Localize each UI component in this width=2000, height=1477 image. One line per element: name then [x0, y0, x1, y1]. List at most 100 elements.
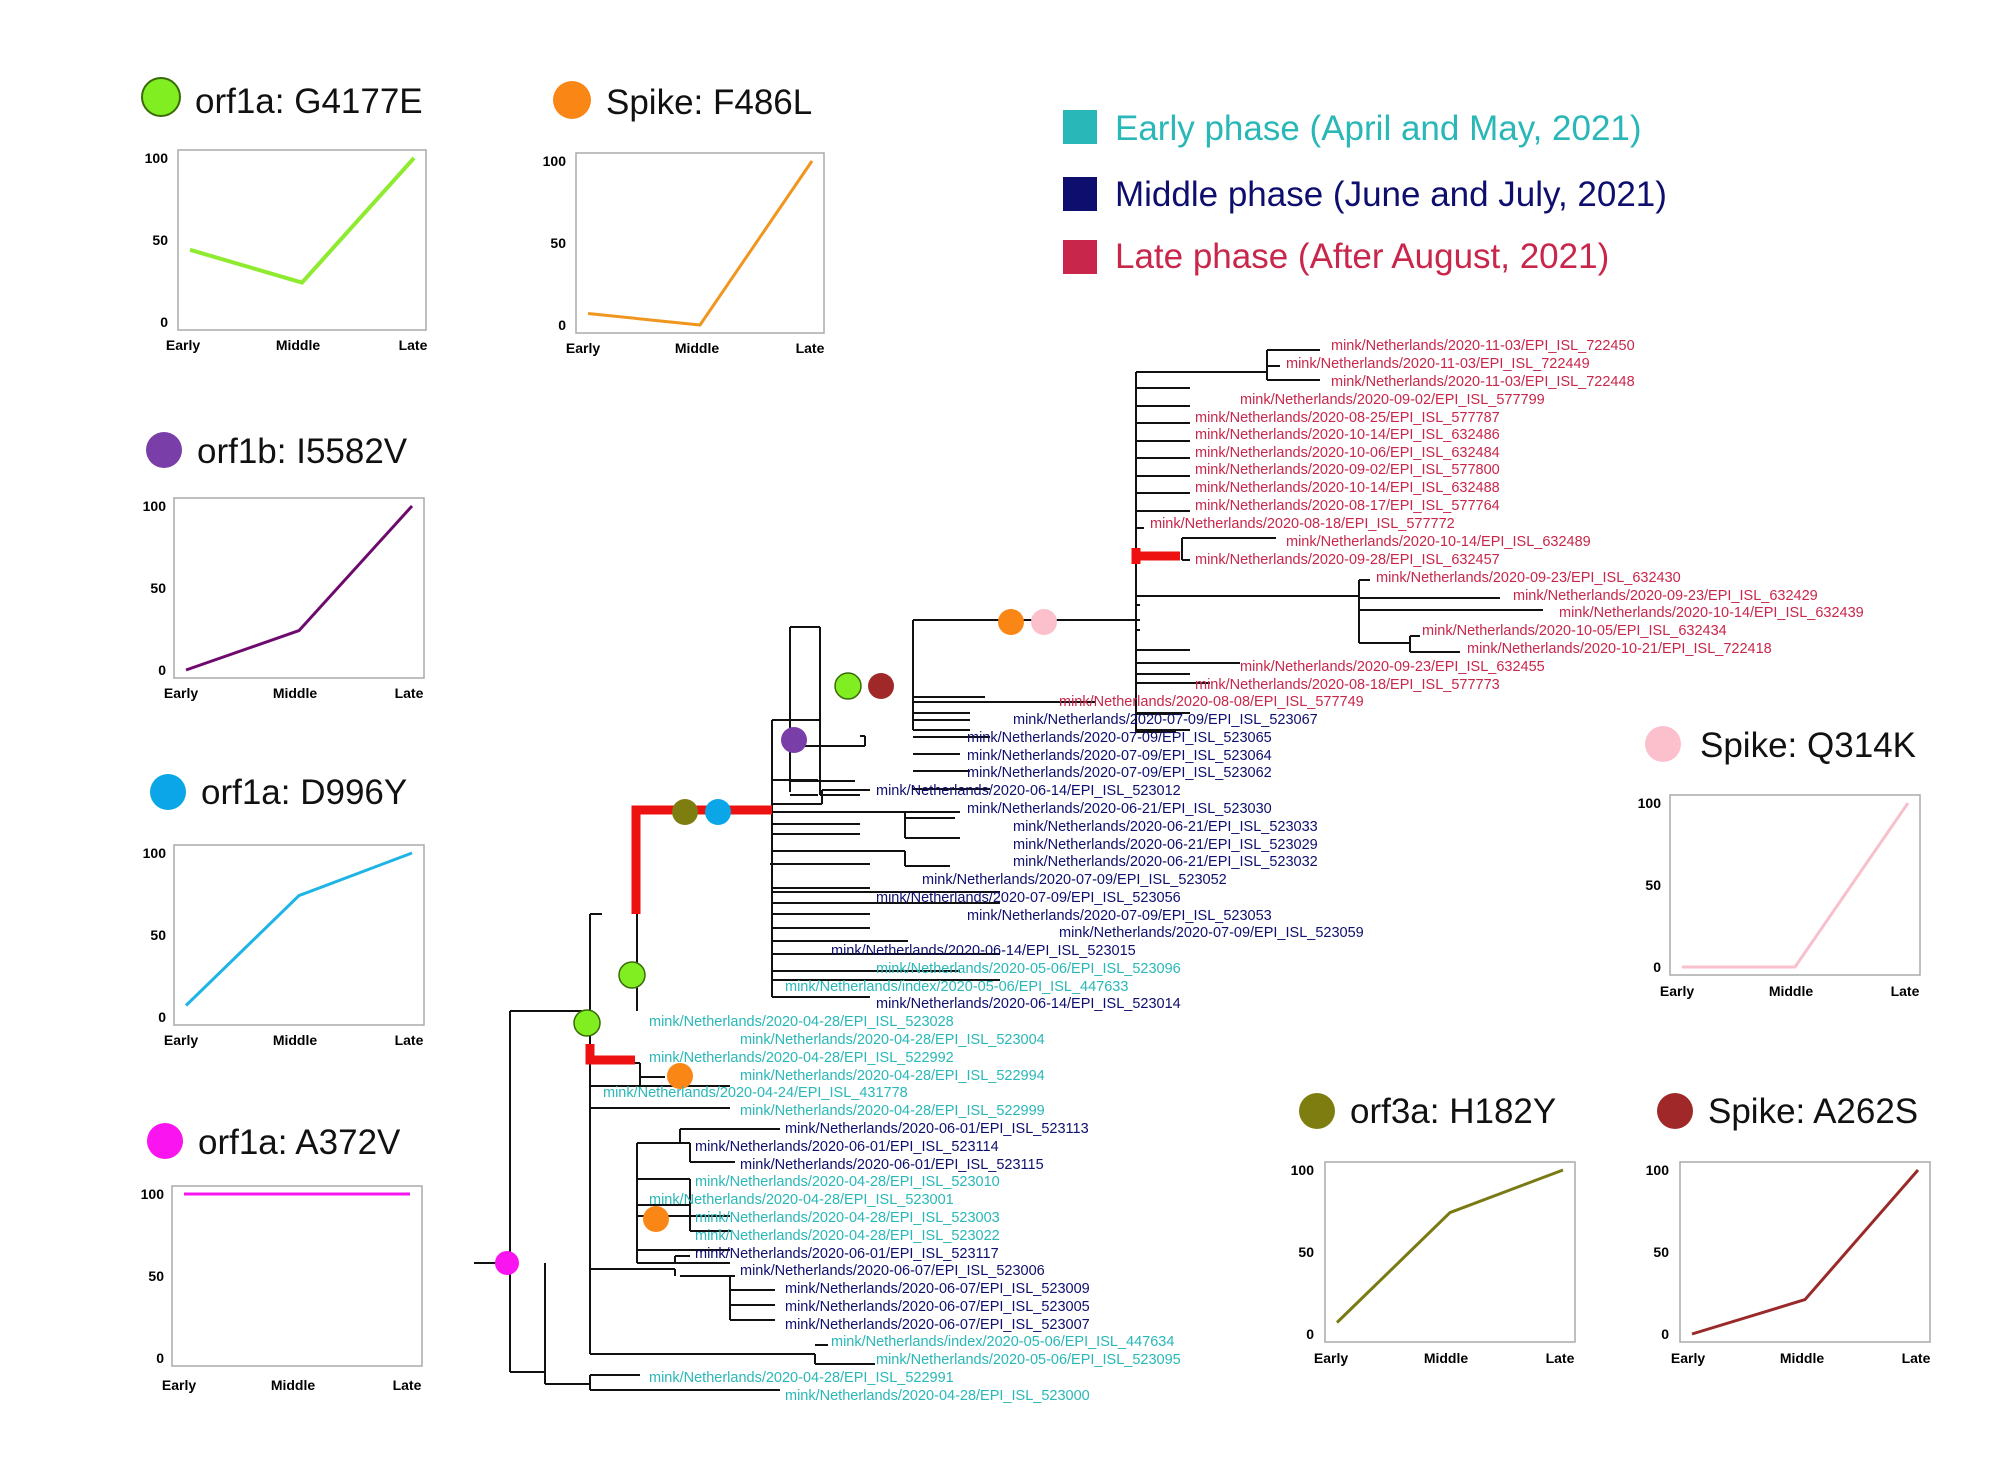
chart-title: orf1a: D996Y — [201, 773, 407, 812]
marker-circle — [553, 81, 591, 119]
marker-orf3a-H182Y — [672, 799, 698, 825]
x-tick-label: Middle — [1780, 1350, 1825, 1366]
y-tick-label: 50 — [148, 1268, 164, 1284]
y-tick-label: 0 — [160, 314, 168, 330]
leaf-label: mink/Netherlands/2020-10-06/EPI_ISL_6324… — [1195, 445, 1500, 461]
y-tick-label: 50 — [150, 580, 166, 596]
mini-chart-2: orf1b: I5582V 100 50 0 Early Middle Late — [143, 432, 425, 701]
leaf-label: mink/Netherlands/2020-04-28/EPI_ISL_5230… — [649, 1014, 954, 1030]
leaf-labels: mink/Netherlands/2020-11-03/EPI_ISL_7224… — [603, 338, 1864, 1404]
y-tick-label: 0 — [1653, 959, 1661, 975]
leaf-label: mink/Netherlands/2020-09-23/EPI_ISL_6324… — [1240, 659, 1545, 675]
leaf-label: mink/Netherlands/2020-06-01/EPI_ISL_5231… — [695, 1246, 999, 1262]
leaf-label: mink/Netherlands/2020-10-14/EPI_ISL_6324… — [1195, 427, 1500, 443]
marker-circle — [150, 774, 186, 810]
leaf-label: mink/Netherlands/2020-06-21/EPI_ISL_5230… — [1013, 854, 1318, 870]
marker-circle — [1299, 1093, 1335, 1129]
legend-swatch-late — [1063, 240, 1097, 274]
highlight-branch — [585, 1044, 635, 1065]
leaf-label: mink/Netherlands/2020-04-24/EPI_ISL_4317… — [603, 1085, 908, 1101]
leaf-label: mink/Netherlands/2020-06-07/EPI_ISL_5230… — [740, 1263, 1045, 1279]
y-tick-label: 100 — [145, 150, 169, 166]
y-tick-label: 0 — [158, 1009, 166, 1025]
tree-branch — [729, 1275, 775, 1321]
tree-branch — [589, 913, 730, 1109]
tree-branch — [1266, 349, 1320, 381]
plot-frame — [173, 844, 425, 1026]
series-line — [189, 156, 416, 285]
y-tick-label: 0 — [558, 317, 566, 333]
series-line — [1682, 802, 1910, 969]
leaf-label: mink/Netherlands/2020-09-02/EPI_ISL_5778… — [1195, 462, 1500, 478]
tree-branch — [771, 803, 870, 998]
series-line — [185, 504, 414, 672]
leaf-label: mink/Netherlands/2020-06-01/EPI_ISL_5231… — [785, 1121, 1089, 1137]
legend-label-late: Late phase (After August, 2021) — [1115, 237, 1609, 276]
legend-label-middle: Middle phase (June and July, 2021) — [1115, 175, 1667, 214]
y-tick-label: 100 — [543, 153, 567, 169]
x-tick-label: Late — [1891, 983, 1920, 999]
leaf-label: mink/Netherlands/2020-06-07/EPI_ISL_5230… — [785, 1299, 1090, 1315]
marker-orf1a-G4177E — [573, 1009, 601, 1037]
y-tick-label: 100 — [143, 845, 167, 861]
plot-frame — [575, 152, 825, 334]
y-tick-label: 100 — [143, 498, 167, 514]
leaf-label: mink/Netherlands/2020-09-28/EPI_ISL_6324… — [1195, 552, 1500, 568]
mini-chart-3: orf1a: D996Y 100 50 0 Early Middle Late — [143, 773, 425, 1048]
leaf-label: mink/Netherlands/2020-07-09/EPI_ISL_5230… — [922, 872, 1227, 888]
x-tick-label: Middle — [1769, 983, 1814, 999]
leaf-label: mink/Netherlands/2020-06-21/EPI_ISL_5230… — [1013, 819, 1318, 835]
x-tick-label: Late — [395, 685, 424, 701]
y-tick-label: 50 — [1645, 877, 1661, 893]
phylogenetic-tree — [474, 349, 1543, 1391]
y-tick-label: 0 — [156, 1350, 164, 1366]
leaf-label: mink/Netherlands/2020-05-06/EPI_ISL_5230… — [876, 961, 1181, 977]
plot-frame — [1679, 1161, 1931, 1343]
x-tick-label: Early — [164, 685, 198, 701]
leaf-label: mink/Netherlands/2020-05-06/EPI_ISL_5230… — [876, 1352, 1181, 1368]
leaf-label: mink/Netherlands/2020-08-17/EPI_ISL_5777… — [1195, 498, 1500, 514]
leaf-label: mink/Netherlands/2020-10-14/EPI_ISL_6324… — [1286, 534, 1591, 550]
x-tick-label: Late — [395, 1032, 424, 1048]
tree-mutation-markers — [495, 609, 1057, 1275]
leaf-label: mink/Netherlands/2020-04-28/EPI_ISL_5230… — [740, 1032, 1045, 1048]
x-tick-label: Middle — [273, 685, 318, 701]
y-tick-label: 100 — [1638, 795, 1662, 811]
marker-orf1a-A372V — [495, 1251, 519, 1275]
chart-title: Spike: A262S — [1708, 1092, 1918, 1131]
leaf-label: mink/Netherlands/2020-04-28/EPI_ISL_5230… — [785, 1388, 1090, 1404]
leaf-label: mink/Netherlands/2020-06-14/EPI_ISL_5230… — [876, 783, 1181, 799]
leaf-label: mink/Netherlands/2020-10-14/EPI_ISL_6324… — [1559, 605, 1864, 621]
leaf-label: mink/Netherlands/2020-09-23/EPI_ISL_6324… — [1513, 588, 1818, 604]
plot-frame — [177, 149, 427, 331]
tree-branch — [1136, 662, 1240, 684]
legend-swatch-early — [1063, 110, 1097, 144]
leaf-label: mink/Netherlands/2020-04-28/EPI_ISL_5230… — [695, 1210, 1000, 1226]
chart-title: orf1a: A372V — [198, 1123, 401, 1162]
leaf-label: mink/Netherlands/index/2020-05-06/EPI_IS… — [831, 1334, 1174, 1350]
series-line — [587, 160, 814, 327]
tree-branch — [1181, 537, 1276, 561]
x-tick-label: Middle — [276, 337, 321, 353]
x-tick-label: Early — [162, 1377, 196, 1393]
tree-branch — [772, 850, 950, 867]
mini-chart-7: Spike: A262S 100 50 0 Early Middle Late — [1646, 1092, 1931, 1366]
series-line — [184, 851, 413, 1007]
y-tick-label: 100 — [1646, 1162, 1670, 1178]
leaf-label: mink/Netherlands/2020-07-09/EPI_ISL_5230… — [967, 748, 1272, 764]
legend-swatch-middle — [1063, 177, 1097, 211]
x-tick-label: Middle — [1424, 1350, 1469, 1366]
tree-branch — [789, 626, 860, 796]
y-tick-label: 50 — [550, 235, 566, 251]
plot-frame — [1669, 794, 1921, 976]
leaf-label: mink/Netherlands/2020-10-21/EPI_ISL_7224… — [1467, 641, 1772, 657]
x-tick-label: Late — [1902, 1350, 1931, 1366]
leaf-label: mink/Netherlands/2020-08-18/EPI_ISL_5777… — [1150, 516, 1455, 532]
y-tick-label: 50 — [1298, 1244, 1314, 1260]
chart-title: orf3a: H182Y — [1350, 1092, 1556, 1131]
leaf-label: mink/Netherlands/2020-09-23/EPI_ISL_6324… — [1376, 570, 1681, 586]
y-tick-label: 0 — [1306, 1326, 1314, 1342]
leaf-label: mink/Netherlands/2020-11-03/EPI_ISL_7224… — [1286, 356, 1590, 372]
marker-circle — [146, 432, 182, 468]
leaf-label: mink/Netherlands/2020-11-03/EPI_ISL_7224… — [1331, 374, 1635, 390]
